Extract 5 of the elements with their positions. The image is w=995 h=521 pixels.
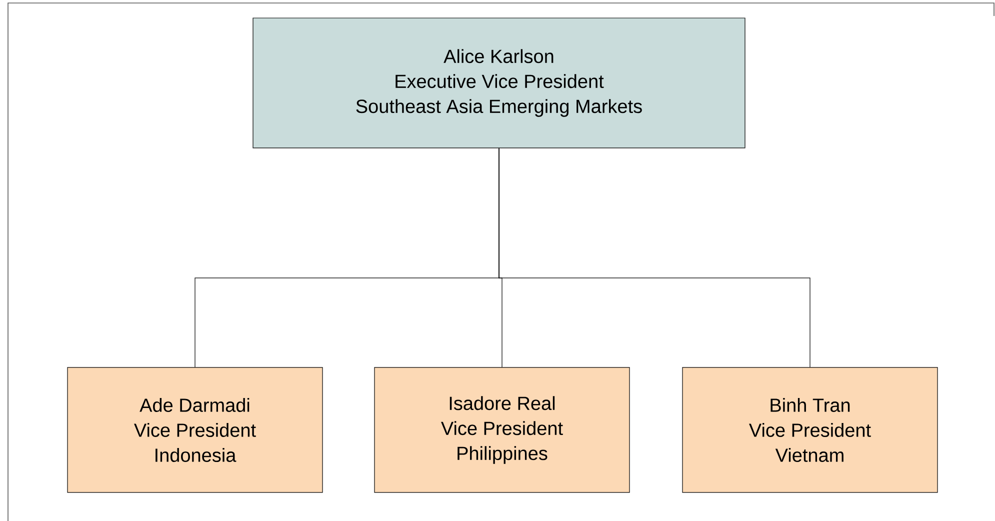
executive-box: Alice Karlson Executive Vice President Southeast Asia Emerging Markets — [252, 18, 746, 148]
position-box: Ade Darmadi Vice President Indonesia — [67, 367, 323, 493]
position-box: Isadore Real Vice President Philippines — [374, 367, 630, 493]
connector-line — [498, 148, 810, 368]
position-box: Binh Tran Vice President Vietnam — [682, 367, 938, 493]
